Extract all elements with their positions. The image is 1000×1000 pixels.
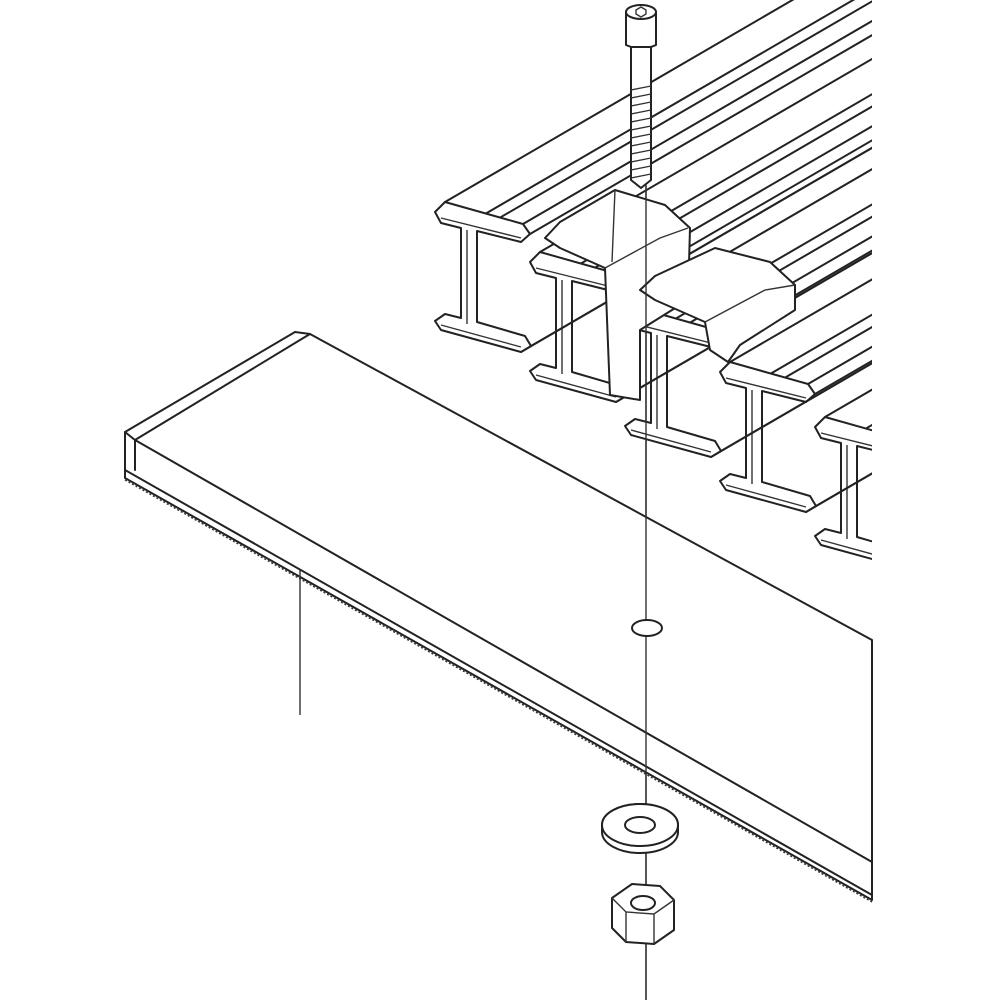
socket-head-bolt (625, 4, 657, 189)
plate-hole (631, 619, 663, 637)
clamp-block-1 (544, 189, 691, 401)
clamp-block-2 (639, 247, 796, 363)
base-plate (124, 185, 873, 1000)
washer (601, 803, 679, 854)
rail-profiles (435, 0, 1000, 567)
rail-5 (815, 167, 1000, 567)
hex-nut (611, 883, 675, 945)
